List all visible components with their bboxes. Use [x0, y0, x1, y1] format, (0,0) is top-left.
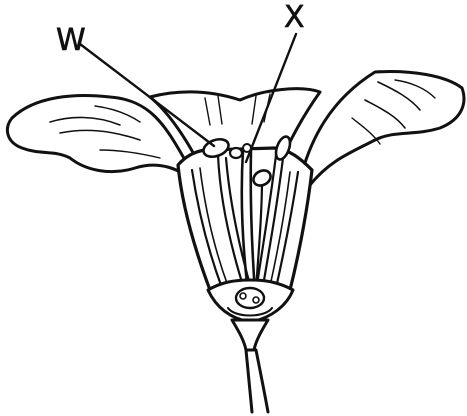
label-w: W	[56, 23, 86, 58]
ovary	[208, 280, 293, 322]
right-petal	[300, 72, 464, 185]
label-x: X	[284, 0, 305, 35]
pedicel	[232, 320, 268, 412]
anther-small	[230, 148, 242, 158]
